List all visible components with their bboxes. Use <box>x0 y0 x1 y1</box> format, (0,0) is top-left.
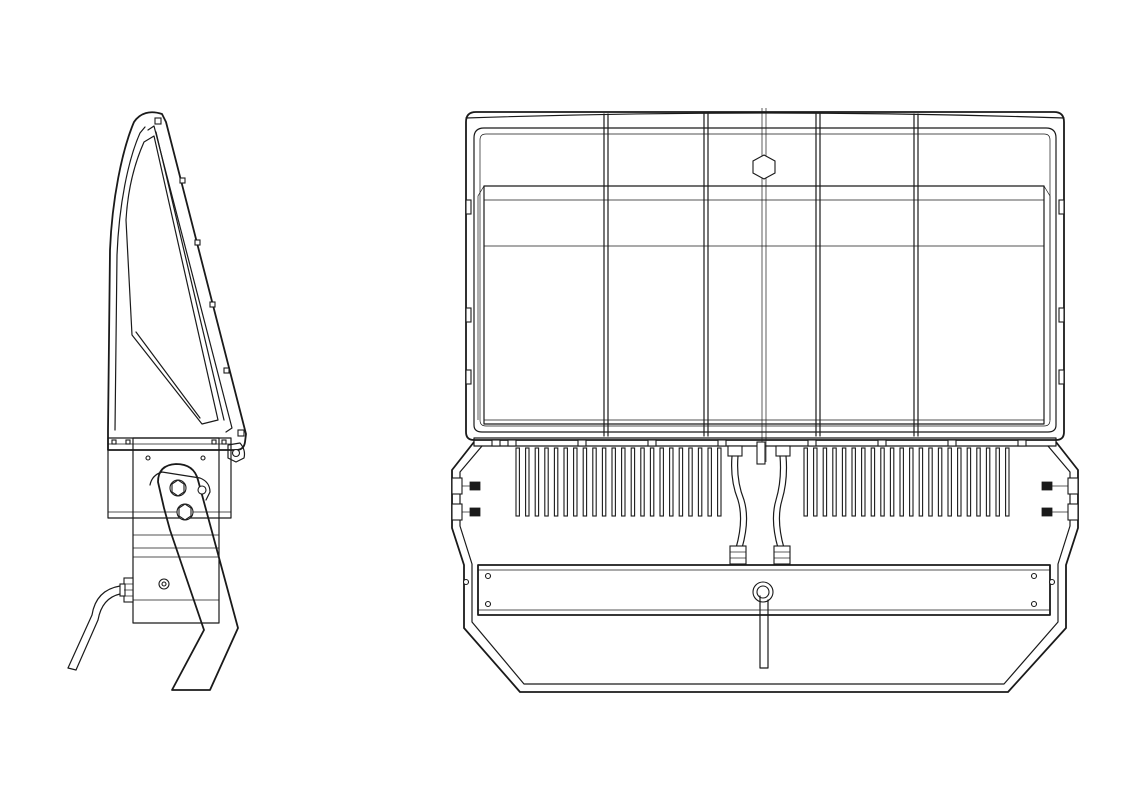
heatsink-fin <box>880 447 885 517</box>
front-power-cable-gland <box>752 581 774 669</box>
heatsink-fin <box>966 447 972 517</box>
heatsink-fin <box>918 447 924 517</box>
heatsink-tab <box>877 439 887 447</box>
heatsink-fin <box>861 447 866 517</box>
side-bracket-bolts <box>169 479 207 521</box>
heatsink-fin <box>573 447 578 517</box>
heatsink-tab <box>507 439 517 447</box>
front-inner-frame <box>473 127 1057 433</box>
heatsink-tab <box>577 439 587 447</box>
front-yoke-bolts-left <box>451 477 481 521</box>
front-driver-box <box>477 564 1051 616</box>
front-lens-panel <box>483 185 1045 425</box>
heatsink-fin <box>717 447 722 517</box>
front-hex-nut <box>752 154 776 180</box>
heatsink-fin <box>995 447 1000 517</box>
side-bracket-arm <box>157 463 239 691</box>
side-heatsink-screws <box>111 439 227 445</box>
side-reflector-inner <box>135 331 201 419</box>
heatsink-fin <box>611 447 616 517</box>
heatsink-tab <box>647 439 657 447</box>
front-driver-box-screws <box>462 572 1056 608</box>
heatsink-tab <box>717 439 727 447</box>
side-housing-inner-line <box>114 126 146 431</box>
heatsink-fin <box>553 447 559 517</box>
heatsink-tab <box>807 439 817 447</box>
front-yoke-bolts-right <box>1041 477 1079 521</box>
heatsink-tab <box>947 439 957 447</box>
front-lens-dividers <box>603 113 919 437</box>
heatsink-fin <box>707 447 712 517</box>
heatsink-fin <box>678 447 684 517</box>
side-lens-frame-inner <box>155 131 225 421</box>
side-frame-screws <box>154 117 245 437</box>
heatsink-tab <box>1017 439 1027 447</box>
heatsink-fin <box>649 447 655 517</box>
heatsink-fin <box>640 447 645 517</box>
heatsink-fin <box>947 447 952 517</box>
front-heatsink-tabs <box>491 439 1027 447</box>
heatsink-fin <box>621 447 626 517</box>
heatsink-fin <box>601 447 607 517</box>
side-bracket-slot <box>149 471 211 501</box>
side-bottom-tab <box>227 442 246 463</box>
heatsink-fin <box>937 447 943 517</box>
heatsink-fin <box>841 447 847 517</box>
front-housing-outline <box>465 111 1065 441</box>
side-screw-small <box>145 455 151 461</box>
heatsink-fin <box>822 447 828 517</box>
side-lens-frame <box>147 125 233 433</box>
heatsink-fin <box>630 447 636 517</box>
front-heatsink-fins <box>515 447 1010 517</box>
heatsink-fin <box>534 447 540 517</box>
heatsink-fin <box>985 447 991 517</box>
heatsink-fin <box>909 447 914 517</box>
front-internal-cables <box>727 441 791 565</box>
heatsink-fin <box>1005 447 1010 517</box>
heatsink-fin <box>659 447 664 517</box>
front-view <box>451 108 1079 693</box>
heatsink-fin <box>544 447 549 517</box>
heatsink-fin <box>813 447 818 517</box>
heatsink-fin <box>582 447 588 517</box>
front-side-tabs <box>465 199 1065 385</box>
heatsink-fin <box>851 447 856 517</box>
front-housing-top-curve <box>465 112 1065 119</box>
side-view <box>67 111 247 691</box>
heatsink-fin <box>592 447 597 517</box>
heatsink-fin <box>688 447 693 517</box>
heatsink-fin <box>976 447 981 517</box>
heatsink-fin <box>669 447 674 517</box>
heatsink-fin <box>515 447 520 517</box>
side-cable-gland <box>119 577 134 603</box>
heatsink-fin <box>899 447 904 517</box>
heatsink-fin <box>525 447 530 517</box>
heatsink-fin <box>870 447 876 517</box>
heatsink-fin <box>928 447 933 517</box>
heatsink-fin <box>957 447 962 517</box>
side-driver-box <box>132 437 220 624</box>
heatsink-tab <box>491 439 501 447</box>
heatsink-fin <box>889 447 895 517</box>
heatsink-fin <box>832 447 837 517</box>
heatsink-fin <box>803 447 808 517</box>
side-housing-outline <box>107 111 247 451</box>
heatsink-fin <box>563 447 568 517</box>
heatsink-fin <box>697 447 703 517</box>
side-reflector-pocket <box>125 135 219 425</box>
side-power-cable <box>67 585 121 669</box>
